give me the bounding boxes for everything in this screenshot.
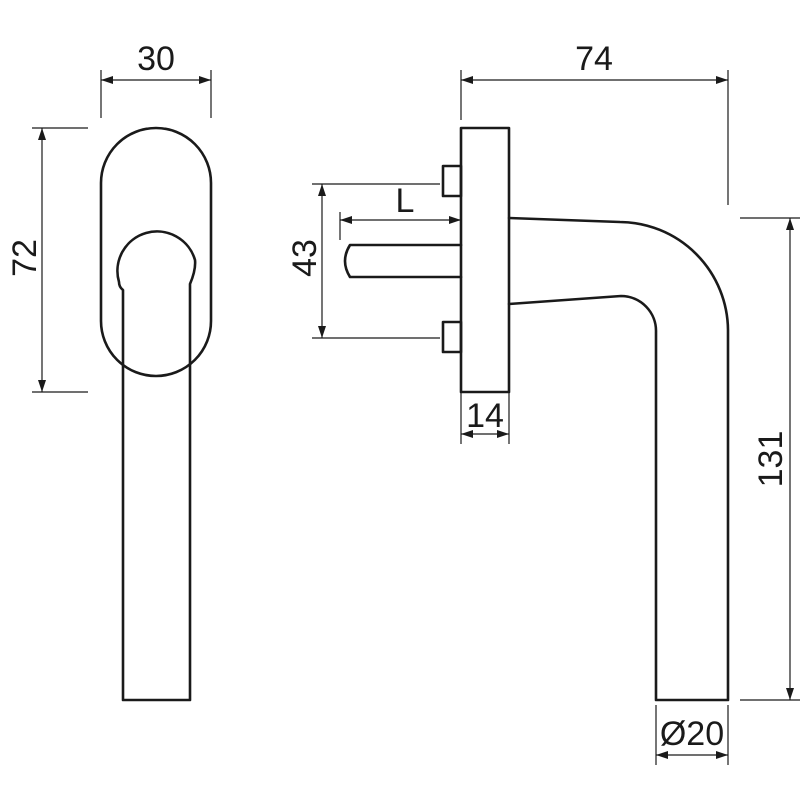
- dim-front-width: 30: [100, 40, 212, 118]
- upper-screw-cap: [441, 164, 463, 198]
- dim-label-14: 14: [466, 397, 504, 435]
- front-view: [99, 126, 213, 702]
- dim-label-43: 43: [286, 239, 324, 277]
- dim-rose-thickness: 14: [460, 392, 510, 444]
- side-handle-lever: [507, 216, 730, 702]
- dim-diameter: Ø20: [655, 705, 729, 765]
- dim-label-131: 131: [752, 431, 790, 488]
- dim-spindle-length: L: [339, 182, 461, 240]
- dim-label-diameter-20: Ø20: [660, 715, 724, 753]
- dim-rose-spacing: 43: [286, 183, 440, 339]
- dim-front-height: 72: [6, 127, 88, 393]
- dim-label-72: 72: [6, 239, 44, 277]
- dim-total-height: 131: [740, 217, 800, 701]
- front-rose-plate: [99, 126, 213, 378]
- front-handle-lever: [116, 230, 197, 702]
- lower-screw-cap: [441, 320, 463, 354]
- dim-label-L: L: [396, 182, 415, 220]
- dim-side-projection: 74: [460, 40, 729, 205]
- side-rose-plate: [459, 126, 511, 394]
- dim-label-74: 74: [575, 40, 613, 78]
- side-view: [343, 126, 730, 702]
- dim-label-30: 30: [137, 40, 175, 78]
- spindle: [343, 243, 463, 279]
